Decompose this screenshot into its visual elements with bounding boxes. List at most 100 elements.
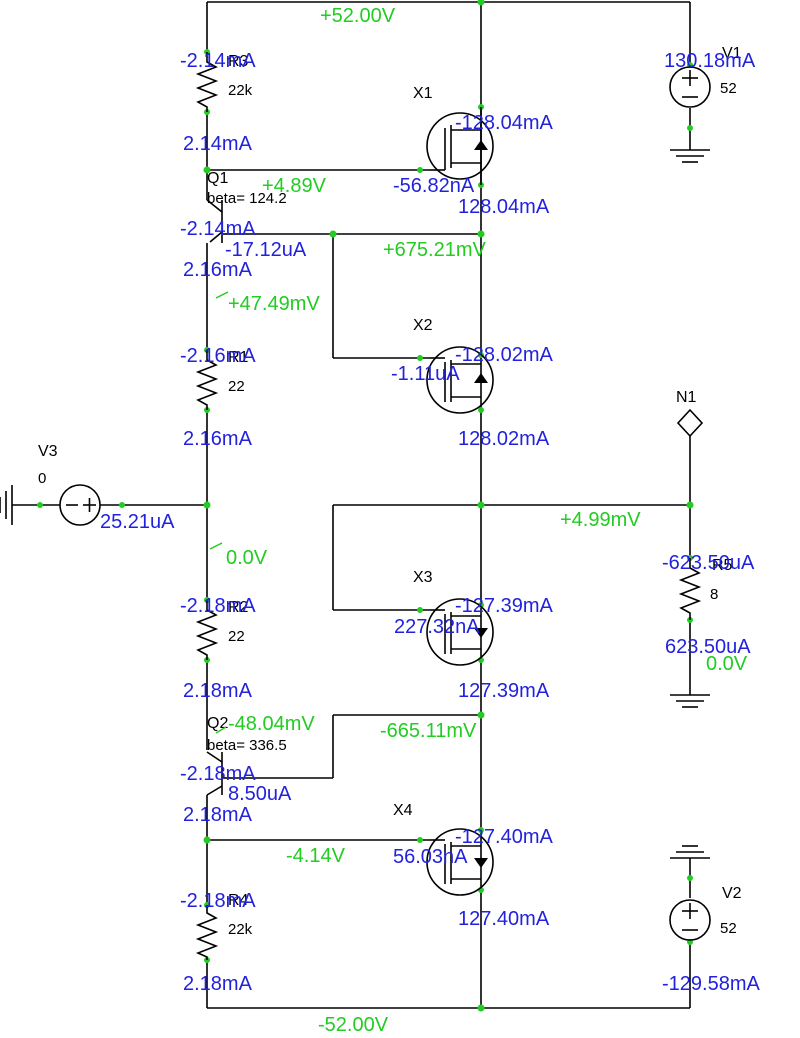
q1-name: Q1 — [207, 170, 228, 187]
x4-name: X4 — [393, 802, 413, 819]
mosfet-x4[interactable]: X4 — [393, 802, 494, 896]
v1-value: 52 — [720, 80, 737, 97]
node-dot — [203, 836, 211, 844]
node-dot — [477, 0, 485, 6]
node-dot — [417, 837, 423, 843]
output-node-n1[interactable]: N1 — [676, 389, 704, 438]
mosfet-x2[interactable]: X2 — [413, 317, 494, 414]
current-label-q2-base: 8.50uA — [228, 783, 292, 805]
node-dot — [329, 230, 337, 238]
current-label-r4-bottom: 2.18mA — [183, 973, 253, 995]
resistor-r5[interactable]: R5 8 — [678, 557, 733, 620]
node-dot — [417, 355, 423, 361]
r4-name: R4 — [228, 892, 249, 909]
current-label-x1-drain: -128.04mA — [455, 112, 553, 134]
current-label-x1-source: 128.04mA — [458, 196, 550, 218]
node-dot — [203, 501, 211, 509]
node-dot — [119, 502, 125, 508]
v3-value: 0 — [38, 470, 46, 487]
r2-name: R2 — [228, 599, 249, 616]
v2-name: V2 — [722, 885, 742, 902]
transistor-q2[interactable]: Q2 beta= 336.5 — [206, 715, 287, 796]
voltage-label-r5-bottom: 0.0V — [706, 653, 748, 675]
mosfet-x3[interactable]: X3 — [413, 569, 494, 666]
ground-v1 — [670, 149, 710, 163]
voltage-label-input-node: 0.0V — [226, 547, 268, 569]
ground-v3 — [0, 485, 13, 525]
current-label-q1-collector: -2.14mA — [180, 218, 256, 240]
voltage-label-top-rail: +52.00V — [320, 5, 396, 27]
current-label-r5-bottom: 623.50uA — [665, 636, 751, 658]
node-dot — [477, 230, 485, 238]
voltage-source-v3[interactable]: V3 0 — [38, 443, 101, 526]
wires — [12, 1, 691, 1009]
current-label-x4-gate: 56.03nA — [393, 846, 468, 868]
voltage-label-q2-emitter: -48.04mV — [228, 713, 315, 735]
current-label-r1-bottom: 2.16mA — [183, 428, 253, 450]
x3-name: X3 — [413, 569, 433, 586]
current-label-r3-bottom: 2.14mA — [183, 133, 253, 155]
r2-value: 22 — [228, 628, 245, 645]
voltage-source-v2[interactable]: V2 52 — [669, 885, 742, 941]
voltage-label-q1-emitter: +47.49mV — [228, 293, 320, 315]
v2-value: 52 — [720, 920, 737, 937]
resistor-r4[interactable]: R4 22k — [195, 892, 253, 960]
x2-name: X2 — [413, 317, 433, 334]
node-dot — [687, 125, 693, 131]
resistor-r1[interactable]: R1 22 — [195, 349, 249, 410]
ground-r5 — [670, 694, 710, 708]
ground-v2 — [670, 845, 710, 859]
voltage-label-x1-gate: +4.89V — [262, 175, 327, 197]
current-label-x4-drain: -127.40mA — [455, 826, 553, 848]
node-dot — [203, 166, 211, 174]
current-label-q1-emitter: 2.16mA — [183, 259, 253, 281]
r4-value: 22k — [228, 921, 253, 938]
r3-value: 22k — [228, 82, 253, 99]
current-label-x2-drain: -128.02mA — [455, 344, 553, 366]
current-label-r1-top: -2.16mA — [180, 345, 256, 367]
resistor-r3[interactable]: R3 22k — [195, 52, 253, 112]
node-dot — [478, 602, 484, 608]
node-dot — [686, 501, 694, 509]
voltage-label-x2-gate: +675.21mV — [383, 239, 487, 261]
q2-beta: beta= 336.5 — [207, 737, 287, 754]
current-label-x3-gate: 227.32nA — [394, 616, 480, 638]
r5-value: 8 — [710, 586, 718, 603]
current-label-x3-source: 127.39mA — [458, 680, 550, 702]
current-label-x2-gate: -1.11uA — [391, 363, 460, 385]
transistor-q1[interactable]: Q1 beta= 124.2 — [206, 170, 287, 243]
probe-markers — [209, 291, 229, 734]
q2-name: Q2 — [207, 715, 228, 732]
x1-name: X1 — [413, 85, 433, 102]
node-dot — [37, 502, 43, 508]
node-dot — [477, 1004, 485, 1012]
voltage-label-x3-gate: -665.11mV — [380, 720, 477, 742]
current-label-r2-top: -2.18mA — [180, 595, 256, 617]
node-dot — [477, 501, 485, 509]
current-label-x2-source: 128.02mA — [458, 428, 550, 450]
node-dot — [417, 167, 423, 173]
current-label-x4-source: 127.40mA — [458, 908, 550, 930]
current-label-q2-collector: 2.18mA — [183, 804, 253, 826]
v3-name: V3 — [38, 443, 58, 460]
resistor-r2[interactable]: R2 22 — [195, 599, 249, 660]
current-label-q1-base: -17.12uA — [225, 239, 307, 261]
mosfet-x1[interactable]: X1 — [413, 85, 494, 185]
current-label-v2: -129.58mA — [662, 973, 760, 995]
q1-beta: beta= 124.2 — [207, 190, 287, 207]
current-label-r2-bottom: 2.18mA — [183, 680, 253, 702]
current-label-x1-gate: -56.82nA — [393, 175, 475, 197]
current-label-r5-top: -623.50uA — [662, 552, 755, 574]
current-label-v1: 130.18mA — [664, 50, 756, 72]
voltage-label-x4-gate: -4.14V — [286, 845, 346, 867]
current-label-v3: 25.21uA — [100, 511, 175, 533]
node-dot — [478, 827, 484, 833]
current-labels: -2.14mA 2.14mA -2.14mA -17.12uA 2.16mA -… — [100, 50, 760, 995]
node-dot — [417, 607, 423, 613]
v1-name: V1 — [722, 45, 742, 62]
n1-name: N1 — [676, 389, 697, 406]
r1-value: 22 — [228, 378, 245, 395]
current-label-q2-emitter: -2.18mA — [180, 763, 256, 785]
voltage-source-v1[interactable]: V1 52 — [669, 45, 742, 108]
